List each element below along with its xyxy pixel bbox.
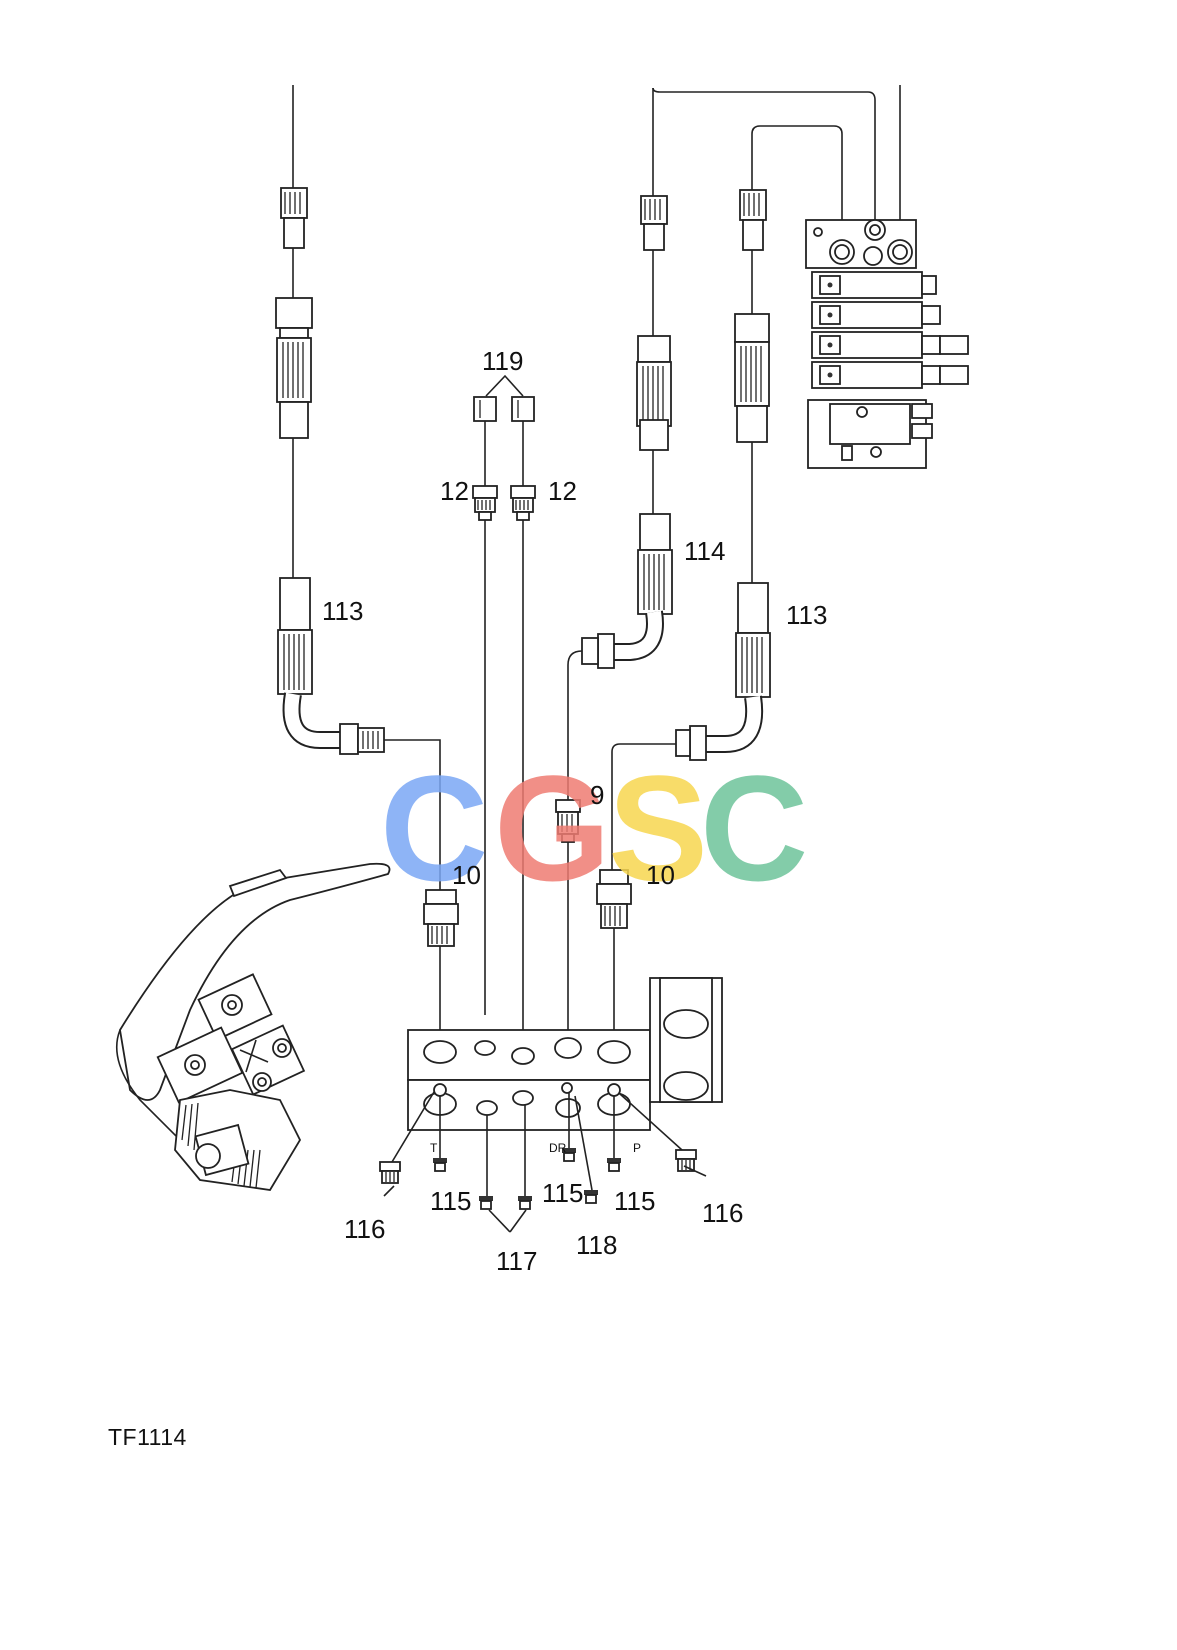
label-10-left: 10 [452,860,481,890]
port-mark-p: P [633,1141,641,1155]
label-117: 117 [496,1246,537,1276]
label-12-right: 12 [548,476,577,506]
label-115-left: 115 [430,1186,471,1216]
fitting-9 [555,799,581,1040]
hose-113-right [611,85,901,886]
fitting-119-pair [473,374,535,486]
plug-115-left [432,1157,448,1172]
watermark-letter-s: S [608,744,708,912]
label-10-right: 10 [646,860,675,890]
label-113-right: 113 [786,600,827,630]
pedal-assembly [116,862,391,1191]
port-mark-t: T [430,1141,438,1155]
figure-code: TF1114 [108,1424,187,1450]
leader-lines [383,1091,707,1233]
label-114: 114 [684,536,725,566]
label-115-mid: 115 [542,1178,583,1208]
label-116-left: 116 [344,1214,385,1244]
plug-117-right [517,1195,533,1210]
manifold-block [407,977,723,1131]
label-9: 9 [590,780,604,810]
fitting-10-right [596,869,632,1045]
plug-117-left [478,1195,494,1210]
port-mark-dr: DR [549,1141,567,1155]
watermark-letter-g: G [494,744,611,912]
label-116-right: 116 [702,1198,743,1228]
watermark: C G S C [380,744,808,912]
watermark-letter-c2: C [700,744,808,912]
plug-116-left [379,1161,401,1184]
fitting-12-right [510,485,536,521]
hose-114 [567,87,876,800]
label-113-left: 113 [322,596,363,626]
callout-labels: 119 12 12 113 114 113 9 10 10 115 115 11… [322,346,827,1276]
valve-bank [805,219,969,469]
watermark-letter-c1: C [380,744,488,912]
fitting-10-left [423,889,459,1042]
label-12-left: 12 [440,476,469,506]
label-118: 118 [576,1230,617,1260]
plug-115-right [606,1157,622,1172]
plug-118 [583,1189,599,1204]
label-115-right: 115 [614,1186,655,1216]
hose-113-left [275,85,441,890]
fitting-12-left [472,485,498,521]
label-119: 119 [482,346,523,376]
plug-116-right [675,1149,697,1172]
